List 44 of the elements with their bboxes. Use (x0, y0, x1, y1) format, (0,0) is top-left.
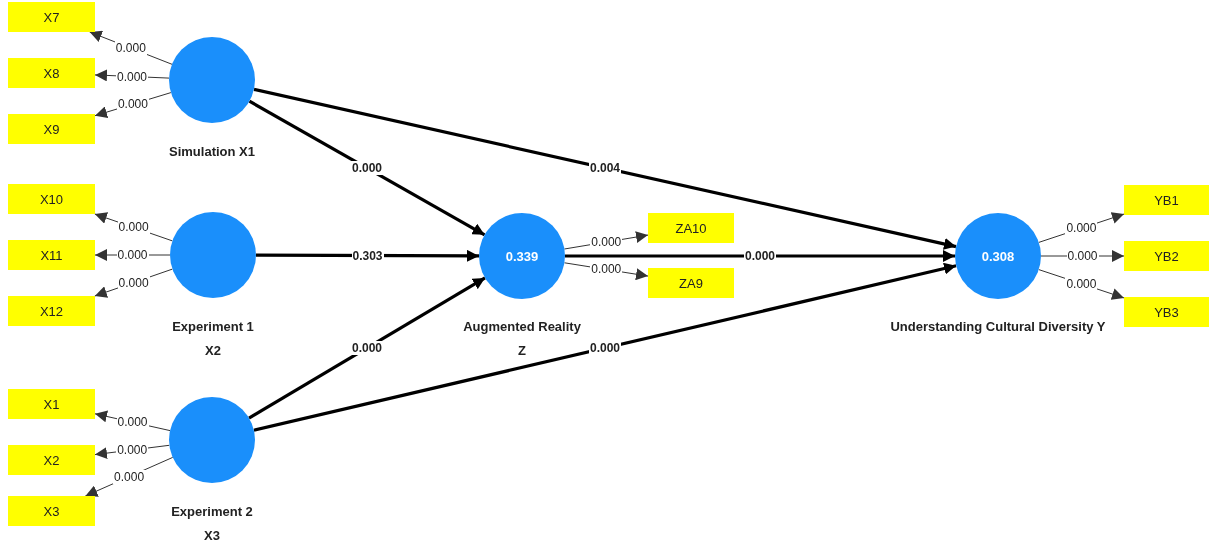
arrow (253, 262, 957, 432)
edge-label: 0.000 (744, 249, 777, 263)
latent-variable-circle: 0.308 (955, 213, 1041, 299)
construct-label: Understanding Cultural Diversity Y (889, 318, 1107, 336)
indicator-box: YB3 (1124, 297, 1209, 327)
indicator-box: ZA10 (648, 213, 734, 243)
edge-label: 0.000 (113, 469, 146, 484)
indicator-box: ZA9 (648, 268, 734, 298)
arrow (248, 99, 486, 237)
indicator-box: X2 (8, 445, 95, 475)
construct-label: Simulation X1 (168, 143, 256, 161)
edge-label: 0.000 (117, 220, 150, 235)
edge-label: 0.000 (1066, 249, 1099, 263)
indicator-box: X9 (8, 114, 95, 144)
indicator-box: YB1 (1124, 185, 1209, 215)
latent-variable-circle: 0.339 (479, 213, 565, 299)
arrow (248, 276, 486, 420)
edge-label: 0.303 (351, 248, 384, 263)
arrow (253, 87, 957, 250)
indicator-box: YB2 (1124, 241, 1209, 271)
edge-label: 0.000 (116, 97, 149, 112)
construct-label: Augmented Reality Z (462, 318, 582, 360)
indicator-box: X1 (8, 389, 95, 419)
arrow (565, 250, 955, 262)
indicator-box: X8 (8, 58, 95, 88)
indicator-box: X12 (8, 296, 95, 326)
construct-label: Experiment 1 X2 (171, 318, 255, 360)
edge-label: 0.000 (116, 248, 149, 262)
edge-label: 0.000 (117, 275, 150, 290)
edge-label: 0.000 (116, 69, 149, 84)
edge-label: 0.000 (1065, 221, 1098, 236)
edge-label: 0.000 (114, 41, 147, 56)
edge-label: 0.000 (116, 442, 149, 457)
edge-label: 0.000 (1065, 276, 1098, 291)
indicator-box: X7 (8, 2, 95, 32)
edge-label: 0.000 (116, 415, 149, 430)
indicator-box: X10 (8, 184, 95, 214)
edge-label: 0.000 (589, 341, 622, 355)
indicator-box: X11 (8, 240, 95, 270)
edge-label: 0.004 (589, 161, 622, 175)
indicator-box: X3 (8, 496, 95, 526)
edge-label: 0.000 (351, 161, 384, 175)
construct-label: Experiment 2 X3 (170, 503, 254, 544)
edge-label: 0.000 (351, 341, 384, 355)
